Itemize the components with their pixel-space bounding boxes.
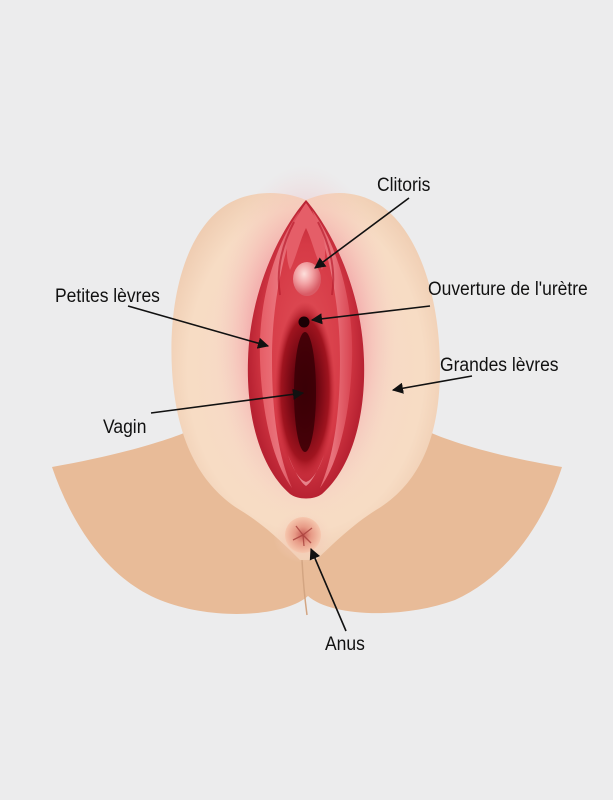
label-labia-majora: Grandes lèvres [440,355,559,376]
vaginal-opening-core [294,332,316,452]
anus-folds [292,525,313,547]
clitoral-hood [286,203,326,270]
arrow-urethra [310,305,431,325]
label-urethra-opening: Ouverture de l'urètre [428,279,588,300]
arrow-labia-minora [127,305,270,349]
label-labia-minora: Petites lèvres [55,286,160,307]
labia-minora-left [259,210,300,488]
label-anus: Anus [325,634,365,655]
clitoris-glans [293,262,321,296]
arrow-vagina [150,388,305,414]
arrow-labia-majora [391,375,473,394]
label-vagina: Vagin [103,417,147,438]
gluteal-crease [301,559,308,616]
label-clitoris: Clitoris [377,175,431,196]
hood-fold-left [277,221,295,296]
arrow-clitoris [314,197,410,269]
urethral-opening [298,316,310,328]
arrow-anus [309,547,347,632]
hood-fold-right [317,221,335,296]
labia-minora-right [312,210,353,488]
